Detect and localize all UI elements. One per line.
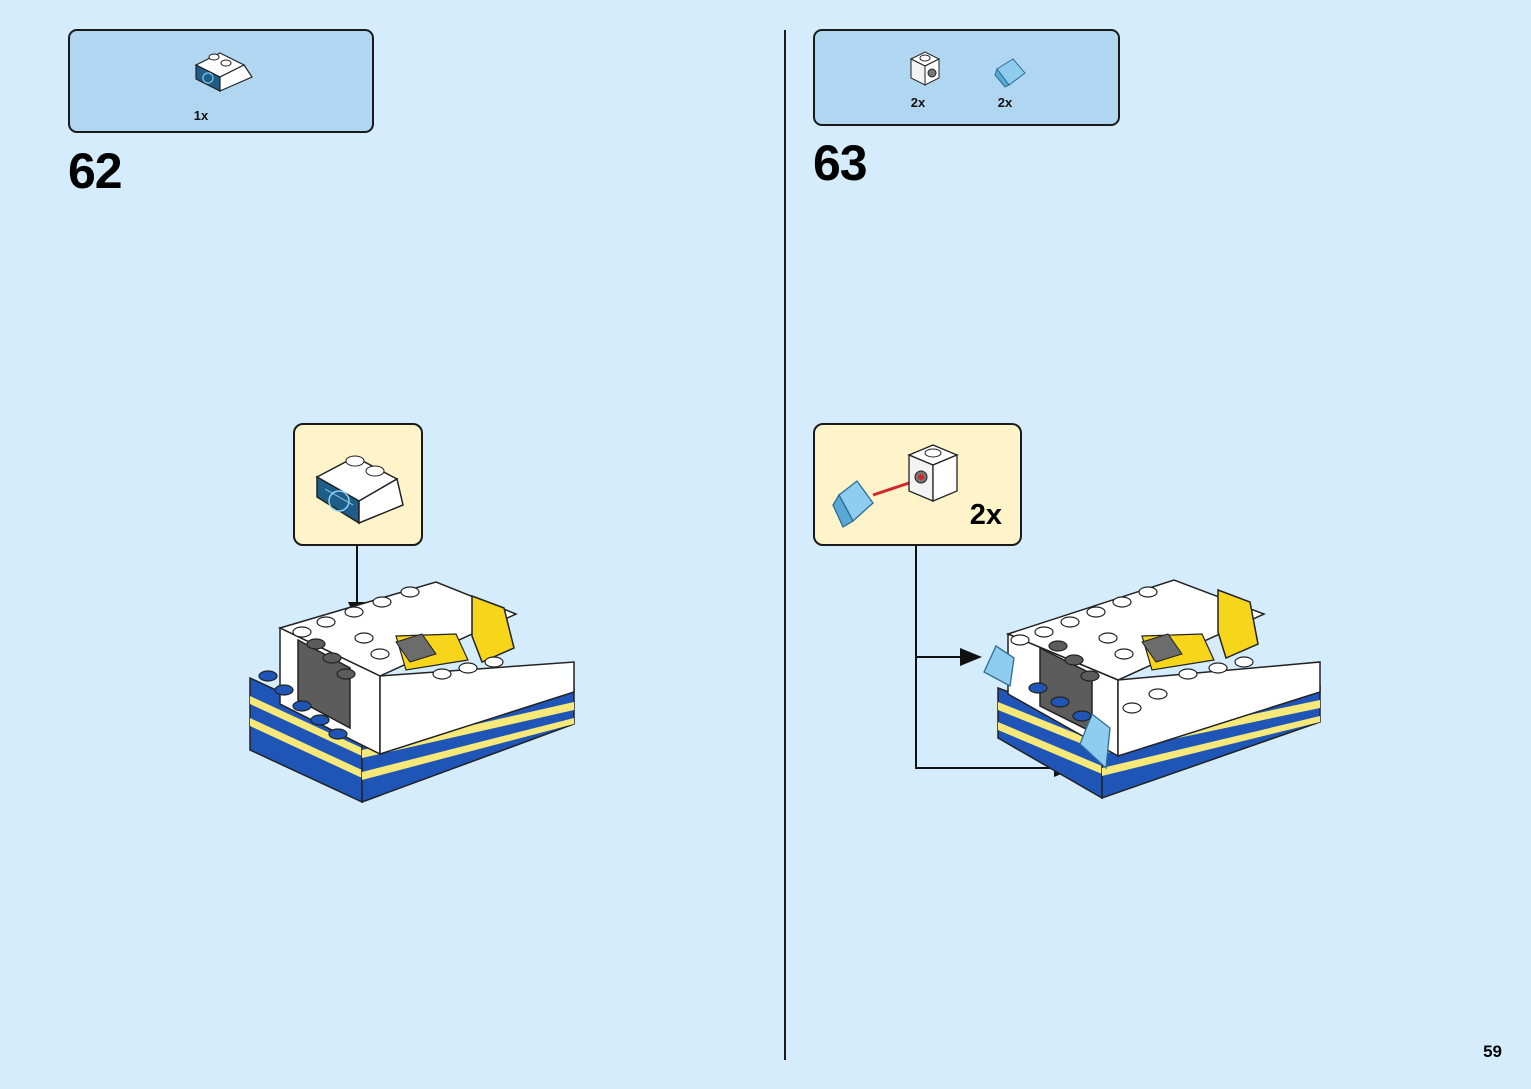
- subassembly-trans-slope-icon: [832, 480, 874, 528]
- parts-list-step-63: 2x 2x: [813, 29, 1120, 126]
- page-divider: [784, 30, 786, 1060]
- model-assembly-step-62: [249, 581, 575, 804]
- page-number: 59: [1483, 1042, 1502, 1061]
- step-number-62: 62: [68, 143, 123, 199]
- callout-step-63: 2x: [813, 423, 1022, 546]
- trans-blue-slope-part-icon: [994, 58, 1026, 88]
- parts-list-step-62: 1x: [68, 29, 374, 133]
- part-quantity: 2x: [910, 95, 926, 110]
- model-assembly-step-63: [983, 579, 1321, 800]
- part-quantity: 2x: [997, 95, 1013, 110]
- subassembly-quantity: 2x: [969, 499, 1002, 531]
- subassembly-white-brick-icon: [907, 444, 959, 502]
- dashboard-slope-callout-icon: [315, 455, 404, 525]
- dashboard-slope-part-icon: [194, 52, 253, 92]
- callout-step-62: [293, 423, 423, 546]
- step-number-63: 63: [813, 135, 868, 191]
- white-brick-with-stud-part-icon: [909, 51, 941, 86]
- part-quantity: 1x: [193, 108, 209, 123]
